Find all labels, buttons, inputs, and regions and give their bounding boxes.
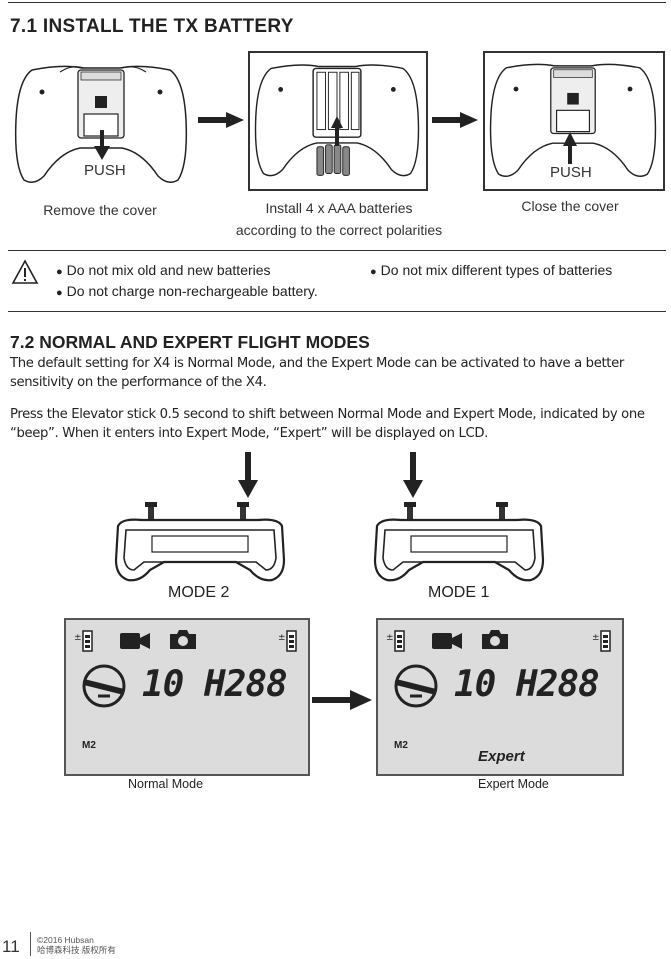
- battery-icon: ±: [278, 630, 297, 652]
- copyright-text: ©2016 Hubsan: [37, 935, 94, 945]
- lcd-expert-label: Expert: [478, 748, 525, 765]
- caption-remove-cover: Remove the cover: [43, 202, 157, 218]
- battery-icon: ±: [386, 630, 405, 652]
- close-cover-box: [483, 51, 665, 191]
- lcd-readout: 10 H288: [454, 664, 600, 705]
- paragraph-press-elevator: Press the Elevator stick 0.5 second to s…: [10, 407, 645, 441]
- camera-icon: [482, 630, 508, 649]
- lcd-m-label: M2: [394, 740, 408, 751]
- arrow-down-icon: [403, 452, 423, 498]
- battery-icon: ±: [592, 630, 611, 652]
- controller-remove-cover: [14, 65, 188, 183]
- footer-copyright: ©2016 Hubsan 哈博森科技 版权所有: [37, 935, 116, 955]
- arrow-up-icon: [563, 132, 577, 164]
- push-label-3: PUSH: [550, 164, 592, 181]
- section-7-1-title: 7.1 INSTALL THE TX BATTERY: [10, 16, 294, 37]
- caption-close-cover: Close the cover: [521, 198, 619, 214]
- expert-mode-caption: Expert Mode: [478, 777, 549, 791]
- video-camera-icon: [432, 633, 462, 649]
- attitude-indicator-icon: [82, 664, 126, 708]
- warning-top-rule: [8, 250, 666, 251]
- warning-icon: [11, 259, 39, 284]
- video-camera-icon: [120, 633, 150, 649]
- arrow-down-icon: [94, 130, 110, 160]
- arrow-down-icon: [238, 452, 258, 498]
- warning-1: ●Do not mix old and new batteries: [56, 262, 271, 278]
- copyright-chinese: 哈博森科技 版权所有: [37, 945, 116, 955]
- install-batteries-box: [248, 51, 428, 191]
- push-label-1: PUSH: [84, 162, 126, 179]
- lcd-readout: 10 H288: [142, 664, 288, 705]
- arrow-up-icon: [331, 116, 343, 146]
- warning-2: ●Do not mix different types of batteries: [370, 262, 613, 278]
- mode-1-label: MODE 1: [428, 584, 490, 601]
- svg-text:±: ±: [278, 633, 286, 643]
- caption-install-line2: according to the correct polarities: [235, 222, 443, 238]
- arrow-right-icon: [432, 112, 478, 128]
- warning-bottom-rule: [8, 311, 666, 312]
- svg-text:±: ±: [74, 633, 82, 643]
- camera-icon: [170, 630, 196, 649]
- lcd-m-label: M2: [82, 740, 96, 751]
- footer-divider: [30, 932, 31, 956]
- arrow-right-icon: [312, 690, 372, 710]
- svg-text:±: ±: [386, 633, 394, 643]
- svg-text:±: ±: [592, 633, 600, 643]
- battery-icon: ±: [74, 630, 93, 652]
- attitude-indicator-icon: [394, 664, 438, 708]
- controller-close-cover: [489, 63, 657, 178]
- page-number: 11: [2, 937, 20, 956]
- arrow-right-icon: [198, 112, 244, 128]
- section-7-2-title: 7.2 NORMAL AND EXPERT FLIGHT MODES: [10, 332, 370, 352]
- normal-mode-caption: Normal Mode: [128, 777, 204, 791]
- lcd-expert-mode: ± ± 10 H288 M2 Expert: [376, 618, 624, 776]
- top-rule: [8, 2, 666, 3]
- caption-install-line1: Install 4 x AAA batteries: [265, 200, 413, 216]
- paragraph-default-setting: The default setting for X4 is Normal Mod…: [10, 356, 624, 390]
- lcd-normal-mode: ± ± 10 H288 M2: [64, 618, 310, 776]
- transmitter-mode-1: [373, 502, 545, 582]
- mode-2-label: MODE 2: [168, 584, 230, 601]
- warning-3: ●Do not charge non-rechargeable battery.: [56, 283, 318, 299]
- transmitter-mode-2: [114, 502, 286, 582]
